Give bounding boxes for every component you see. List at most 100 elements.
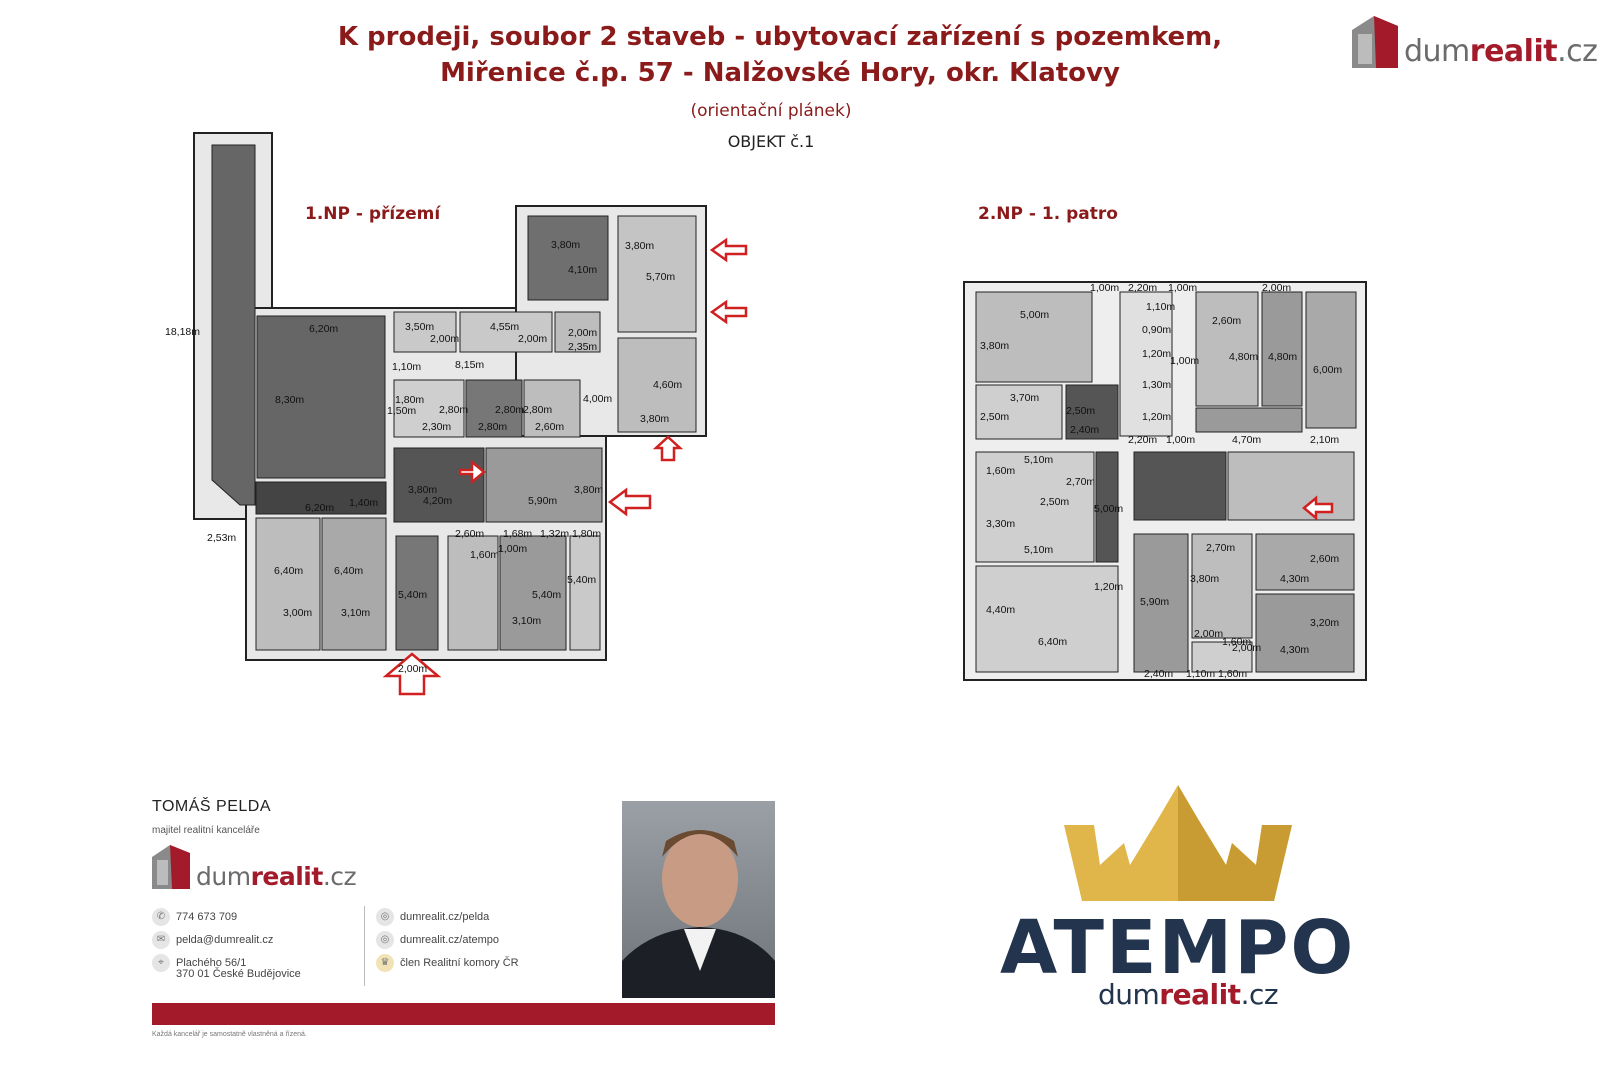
- dim-label: 1,00m: [1170, 355, 1199, 367]
- dim-label: 2,50m: [980, 411, 1009, 423]
- dim-label: 5,70m: [646, 271, 675, 283]
- dim-label: 2,80m: [478, 421, 507, 433]
- object-label: OBJEKT č.1: [727, 132, 815, 151]
- dim-label: 18,18m: [165, 326, 200, 338]
- dim-label: 1,40m: [349, 497, 378, 509]
- dim-label: 1,20m: [1094, 581, 1123, 593]
- dim-label: 1,20m: [1142, 348, 1171, 360]
- dim-label: 0,90m: [1142, 324, 1171, 336]
- dim-label: 4,70m: [1232, 434, 1261, 446]
- web1-link[interactable]: dumrealit.cz/pelda: [400, 910, 490, 923]
- dim-label: 2,20m: [1128, 434, 1157, 446]
- dim-label: 2,70m: [1206, 542, 1235, 554]
- dim-label: 1,32m: [540, 528, 569, 540]
- dim-label: 2,50m: [1066, 405, 1095, 417]
- dim-label: 6,20m: [305, 502, 334, 514]
- dim-label: 1,60m: [1218, 668, 1247, 680]
- dim-label: 1,10m: [1186, 668, 1215, 680]
- card-footer-bar: [152, 1003, 775, 1025]
- phone-icon: ✆: [152, 908, 170, 926]
- dim-label: 4,60m: [653, 379, 682, 391]
- footer-note: Každá kancelář je samostatně vlastněná a…: [152, 1031, 307, 1038]
- dim-label: 2,53m: [207, 532, 236, 544]
- agent-name: TOMÁŠ PELDA: [152, 798, 272, 815]
- dim-label: 2,60m: [1212, 315, 1241, 327]
- dim-label: 5,00m: [1020, 309, 1049, 321]
- dim-label: 4,80m: [1229, 351, 1258, 363]
- dim-label: 1,00m: [1166, 434, 1195, 446]
- dim-label: 1,68m: [503, 528, 532, 540]
- dim-label: 5,40m: [532, 589, 561, 601]
- dumrealit-logo-text: dumrealit.cz: [1404, 34, 1598, 69]
- dim-label: 3,10m: [341, 607, 370, 619]
- floor1-label: 1.NP - přízemí: [305, 204, 441, 224]
- agent-membership: ♛ člen Realitní komory ČR: [376, 954, 519, 972]
- dim-label: 1,10m: [392, 361, 421, 373]
- dim-label: 2,00m: [518, 333, 547, 345]
- card-logo: [152, 845, 190, 894]
- dim-label: 4,20m: [423, 495, 452, 507]
- dim-label: 5,10m: [1024, 544, 1053, 556]
- dim-label: 2,60m: [455, 528, 484, 540]
- dim-label: 3,70m: [1010, 392, 1039, 404]
- dim-label: 2,35m: [568, 341, 597, 353]
- dim-label: 8,15m: [455, 359, 484, 371]
- dim-label: 2,00m: [430, 333, 459, 345]
- dim-label: 3,80m: [551, 239, 580, 251]
- plan-subtitle: (orientační plánek): [690, 101, 852, 121]
- agent-photo: [622, 801, 775, 998]
- email-link[interactable]: pelda@dumrealit.cz: [176, 933, 274, 946]
- crown-icon: [1064, 785, 1294, 910]
- dim-label: 3,10m: [512, 615, 541, 627]
- dim-label: 1,80m: [395, 394, 424, 406]
- globe-icon: ◎: [376, 908, 394, 926]
- dim-label: 4,55m: [490, 321, 519, 333]
- house-logo-icon: [1352, 16, 1398, 68]
- dim-label: 1,20m: [1142, 411, 1171, 423]
- chamber-icon: ♛: [376, 954, 394, 972]
- card-logo-text: dumrealit.cz: [196, 862, 357, 891]
- dim-label: 2,60m: [535, 421, 564, 433]
- dim-label: 5,90m: [528, 495, 557, 507]
- dim-label: 3,80m: [980, 340, 1009, 352]
- dumrealit-logo: [1352, 16, 1398, 73]
- dim-label: 6,40m: [1038, 636, 1067, 648]
- location-icon: ⌖: [152, 954, 170, 972]
- dim-label: 2,80m: [495, 404, 524, 416]
- agent-address: ⌖Plachého 56/1: [152, 954, 246, 972]
- dim-label: 8,30m: [275, 394, 304, 406]
- dim-label: 5,10m: [1024, 454, 1053, 466]
- dim-label: 4,30m: [1280, 644, 1309, 656]
- dim-label: 2,80m: [439, 404, 468, 416]
- entrance-arrows: [382, 237, 748, 696]
- dim-label: 2,20m: [1128, 282, 1157, 294]
- card-divider: [364, 906, 365, 986]
- dim-label: 3,80m: [408, 484, 437, 496]
- dim-label: 3,00m: [283, 607, 312, 619]
- agent-web1: ◎ dumrealit.cz/pelda: [376, 908, 489, 926]
- dim-label: 3,50m: [405, 321, 434, 333]
- email-icon: ✉: [152, 931, 170, 949]
- dim-label: 1,30m: [1142, 379, 1171, 391]
- dim-label: 2,40m: [1070, 424, 1099, 436]
- dim-label: 1,80m: [572, 528, 601, 540]
- dim-label: 2,80m: [523, 404, 552, 416]
- dim-label: 6,20m: [309, 323, 338, 335]
- dim-label: 1,60m: [986, 465, 1015, 477]
- floor2-plan-svg: 1,00m 2,20m 1,00m 2,00m 5,00m 1,10m 0,90…: [963, 281, 1367, 681]
- house-logo-icon: [152, 845, 190, 889]
- dim-label: 1,10m: [1146, 301, 1175, 313]
- agent-portrait-icon: [622, 830, 775, 998]
- agent-web2: ◎dumrealit.cz/atempo: [376, 931, 499, 949]
- dim-label: 4,30m: [1280, 573, 1309, 585]
- dim-label: 2,10m: [1310, 434, 1339, 446]
- dim-label: 6,00m: [1313, 364, 1342, 376]
- phone-link[interactable]: 774 673 709: [176, 910, 238, 923]
- dim-label: 5,00m: [1094, 503, 1123, 515]
- dim-label: 4,80m: [1268, 351, 1297, 363]
- web2-link[interactable]: dumrealit.cz/atempo: [400, 933, 500, 946]
- dim-label: 1,60m: [470, 549, 499, 561]
- membership-text: člen Realitní komory ČR: [400, 956, 519, 969]
- dim-label: 2,60m: [1310, 553, 1339, 565]
- atempo-logo-text: ATEMPO: [1000, 905, 1356, 991]
